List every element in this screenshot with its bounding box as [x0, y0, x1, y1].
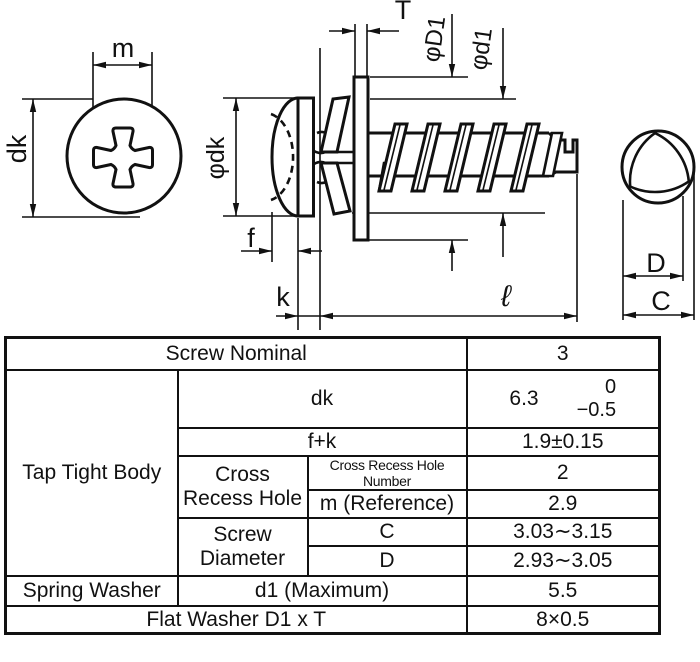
spring-washer-label: Spring Washer — [4, 575, 179, 608]
screw-nominal-value: 3 — [465, 336, 661, 371]
diameter-d-value: 2.93∼3.05 — [465, 545, 661, 578]
dim-label-phi-D1: φD1 — [418, 14, 451, 64]
dim-label-T: T — [395, 0, 412, 25]
dk-label: dk — [176, 369, 468, 429]
m-reference-value: 2.9 — [465, 489, 661, 520]
fk-label: f+k — [176, 427, 468, 457]
dim-label-dk: dk — [2, 134, 32, 163]
table-row: Flat Washer D1 x T 8×0.5 — [4, 605, 661, 635]
m-reference-label: m (Reference) — [306, 489, 468, 520]
screw-diameter-label: Screw Diameter — [176, 517, 309, 578]
flat-washer-value: 8×0.5 — [465, 605, 661, 635]
tap-tight-body-label: Tap Tight Body — [4, 368, 179, 578]
screw-head-front-view — [65, 97, 183, 215]
dk-value: 6.3 0 −0.5 — [465, 369, 661, 429]
dk-tol-lower: −0.5 — [576, 399, 617, 421]
diameter-c-value: 3.03∼3.15 — [465, 517, 661, 548]
diameter-c-label: C — [306, 517, 468, 548]
dk-tolerance: 0 −0.5 — [577, 376, 616, 422]
head-band — [296, 96, 315, 218]
phillips-recess — [92, 126, 154, 189]
dim-label-C: C — [651, 286, 671, 316]
head-dome — [270, 96, 299, 218]
dim-label-length: ℓ — [500, 280, 512, 313]
dim-label-k: k — [276, 282, 290, 312]
d1-maximum-value: 5.5 — [465, 575, 661, 608]
flat-washer — [352, 75, 370, 242]
flat-washer-label: Flat Washer D1 x T — [4, 605, 468, 635]
table-row: Tap Tight Body dk 6.3 0 −0.5 — [4, 368, 661, 578]
table-row: Screw Nominal 3 — [4, 336, 661, 371]
table-row: m (Reference) 2.9 — [6, 489, 661, 520]
trilobe-outline — [628, 131, 691, 194]
technical-drawing: m dk φdk T φD1 φd1 f k ℓ D C — [2, 0, 696, 330]
dk-main-value: 6.3 — [509, 386, 539, 410]
cross-recess-number-value: 2 — [465, 454, 661, 492]
table-row: Cross Recess Hole Cross Recess Hole Numb… — [6, 454, 661, 520]
spec-table: Screw Nominal 3 Tap Tight Body dk 6.3 0 … — [4, 336, 661, 636]
dim-label-m: m — [112, 33, 135, 63]
arrowheads — [29, 27, 694, 320]
dim-label-phi-dk: φdk — [202, 136, 230, 179]
spring-washer-upper — [319, 95, 351, 154]
d1-maximum-label: d1 (Maximum) — [176, 575, 468, 608]
dk-tol-upper: 0 — [604, 376, 617, 398]
table-row: Screw Diameter C 3.03∼3.15 — [6, 517, 661, 578]
hidden-recess-arc — [270, 112, 295, 202]
dimension-labels: m dk φdk T φD1 φd1 f k ℓ D C — [2, 0, 671, 316]
diameter-d-label: D — [306, 545, 468, 578]
dim-label-D: D — [646, 248, 666, 278]
table-row: D 2.93∼3.05 — [6, 545, 661, 578]
screw-end-view — [620, 129, 696, 205]
cross-recess-hole-label: Cross Recess Hole — [176, 454, 309, 520]
table-row: Spring Washer d1 (Maximum) 5.5 — [4, 575, 661, 608]
table-row: f+k 1.9±0.15 — [6, 427, 661, 457]
cross-recess-number-label: Cross Recess Hole Number — [306, 454, 468, 492]
dim-label-phi-d1: φd1 — [465, 26, 498, 72]
fk-value: 1.9±0.15 — [465, 427, 661, 457]
spring-washer-lower — [319, 161, 352, 216]
screw-side-view — [270, 75, 579, 242]
thread — [377, 122, 541, 193]
dim-label-f: f — [247, 223, 255, 253]
screw-nominal-label: Screw Nominal — [4, 336, 468, 371]
